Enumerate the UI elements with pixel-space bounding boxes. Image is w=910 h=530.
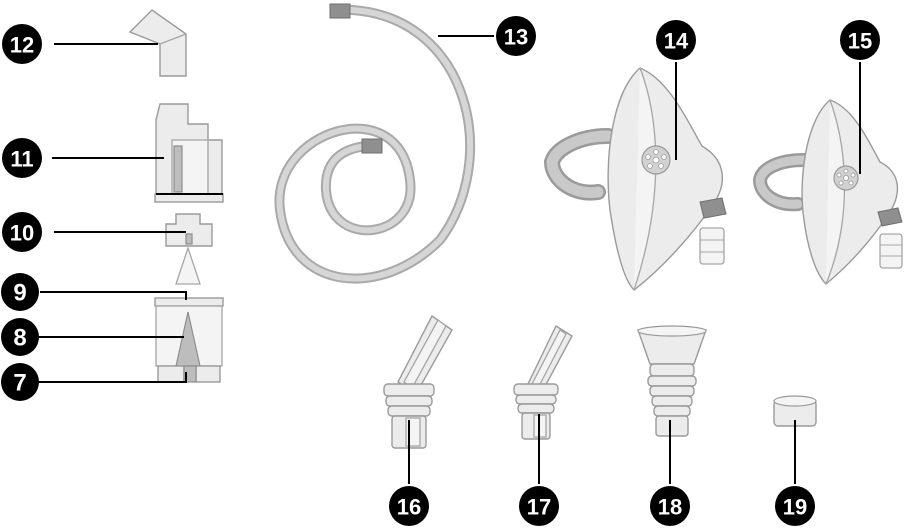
- part-8-nebulizer-bottom: [154, 297, 224, 383]
- callout-14-label: 14: [664, 29, 689, 54]
- callout-13-label: 13: [504, 25, 528, 50]
- callout-17: 17: [519, 486, 559, 526]
- callout-15-badge: [840, 20, 880, 60]
- leader-9: [40, 291, 187, 300]
- callout-8: 8: [1, 318, 39, 356]
- part-18-cup-adapter: [637, 325, 707, 437]
- callout-9: 9: [1, 273, 39, 311]
- callout-9-badge: [1, 273, 39, 311]
- part-14-adult-mask: [543, 67, 727, 291]
- callout-12-label: 12: [10, 33, 34, 58]
- callout-10-label: 10: [10, 221, 34, 246]
- callout-16-label: 16: [397, 495, 421, 520]
- callout-11-label: 11: [10, 147, 33, 172]
- callout-16: 16: [389, 486, 429, 526]
- part-17-adapter-small: [513, 324, 573, 440]
- callout-10-badge: [2, 212, 42, 252]
- callout-19: 19: [775, 486, 815, 526]
- callout-12-badge: [2, 24, 42, 64]
- callout-8-label: 8: [13, 325, 26, 352]
- leader-lines: [38, 35, 861, 484]
- leader-7: [38, 372, 187, 383]
- callout-14: 14: [656, 20, 696, 60]
- callout-18-label: 18: [658, 495, 682, 520]
- part-13-air-tube: [274, 3, 476, 284]
- part-15-child-mask: [752, 99, 903, 285]
- callout-15: 15: [840, 20, 880, 60]
- callout-16-badge: [389, 486, 429, 526]
- callout-13: 13: [496, 16, 536, 56]
- callout-19-label: 19: [783, 495, 807, 520]
- callout-14-badge: [656, 20, 696, 60]
- callout-9-label: 9: [13, 280, 26, 307]
- part-10-nozzle: [165, 213, 213, 285]
- callout-7-label: 7: [13, 370, 26, 397]
- callout-13-badge: [496, 16, 536, 56]
- callout-17-label: 17: [527, 495, 551, 520]
- callout-8-badge: [1, 318, 39, 356]
- callout-11-badge: [2, 138, 42, 178]
- callout-19-badge: [775, 486, 815, 526]
- callout-7: 7: [1, 363, 39, 401]
- callout-15-label: 15: [848, 29, 872, 54]
- callout-17-badge: [519, 486, 559, 526]
- callout-18: 18: [650, 486, 690, 526]
- callout-18-badge: [650, 486, 690, 526]
- callout-12: 12: [2, 24, 42, 64]
- part-11-nebulizer-top: [154, 103, 224, 203]
- callout-11: 11: [2, 138, 42, 178]
- callout-7-badge: [1, 363, 39, 401]
- callout-10: 10: [2, 212, 42, 252]
- part-16-adapter-large: [383, 314, 453, 449]
